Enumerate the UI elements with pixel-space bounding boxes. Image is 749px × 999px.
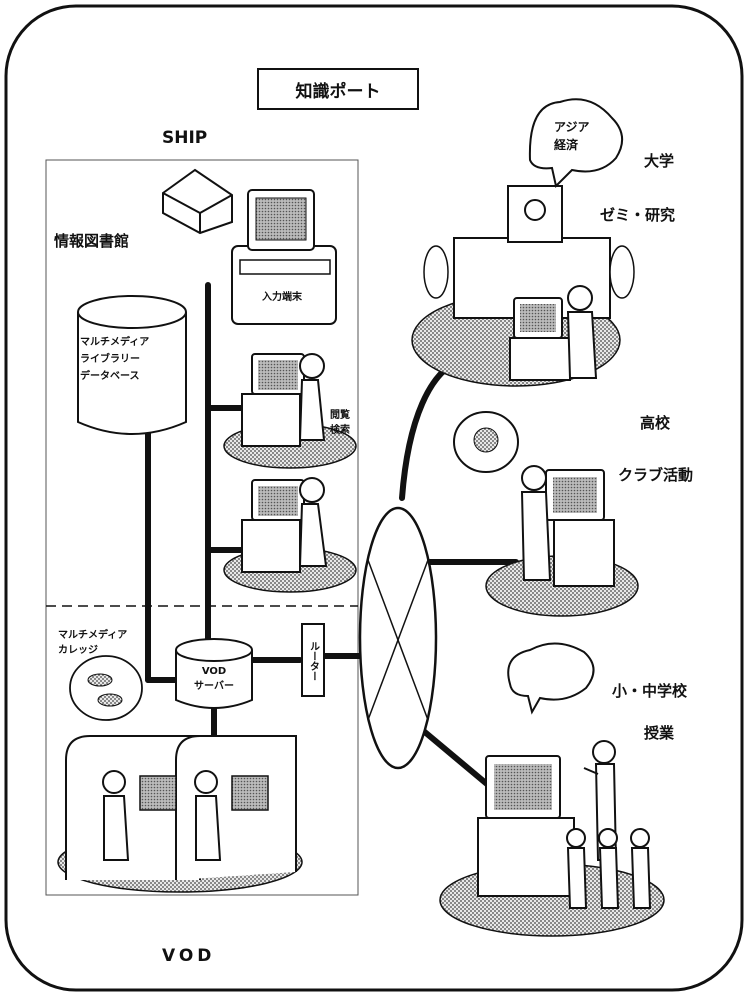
database-cylinder	[77, 295, 187, 435]
browse-label: 閲覧	[330, 410, 350, 421]
bubble-line: アジア	[554, 120, 590, 134]
ship-boundary	[45, 159, 359, 896]
router-box	[301, 623, 325, 697]
vod-server-line: VOD	[201, 666, 227, 677]
browse-user-1	[223, 353, 357, 469]
bubble-line: 経済	[554, 138, 579, 152]
database-label-line: データベース	[80, 371, 140, 382]
ship-label: SHIP	[162, 128, 208, 148]
page-title: 知識ポート	[257, 68, 419, 110]
school-scene	[439, 642, 665, 937]
search-label: 検索	[330, 425, 350, 436]
library-label: 情報図書館	[54, 232, 130, 250]
high-school-scene	[453, 411, 639, 617]
vod-server-cylinder	[175, 638, 253, 709]
database-label: マルチメディア ライブラリー データベース	[80, 334, 190, 385]
school-activity-label: 授業	[644, 724, 675, 742]
high-school-label: 高校	[640, 414, 671, 432]
high-school-activity-label: クラブ活動	[618, 466, 694, 484]
university-bubble-text: アジア 経済	[554, 118, 590, 154]
vod-server-line: サーバー	[194, 681, 234, 692]
input-terminal-label: 入力端末	[262, 292, 302, 303]
college-thought-bubble	[69, 655, 143, 721]
input-terminal	[162, 168, 337, 325]
university-label: 大学	[644, 152, 675, 170]
vod-server-label: VOD サーバー	[184, 664, 244, 694]
college-label-line: マルチメディア	[58, 630, 128, 641]
database-label-line: マルチメディア	[80, 337, 150, 348]
browse-search-label: 閲覧 検索	[330, 408, 350, 438]
university-activity-label: ゼミ・研究	[600, 206, 676, 224]
college-label-line: カレッジ	[58, 645, 98, 656]
database-label-line: ライブラリー	[80, 354, 140, 365]
vod-booths	[57, 735, 303, 893]
router-label: ルーター	[307, 641, 319, 681]
school-label: 小・中学校	[612, 682, 688, 700]
university-scene	[411, 98, 635, 387]
college-label: マルチメディア カレッジ	[58, 628, 127, 658]
browse-user-2	[223, 477, 357, 593]
wan-cloud	[358, 506, 438, 770]
vod-label: VOD	[162, 946, 216, 966]
outer-frame	[4, 4, 744, 992]
